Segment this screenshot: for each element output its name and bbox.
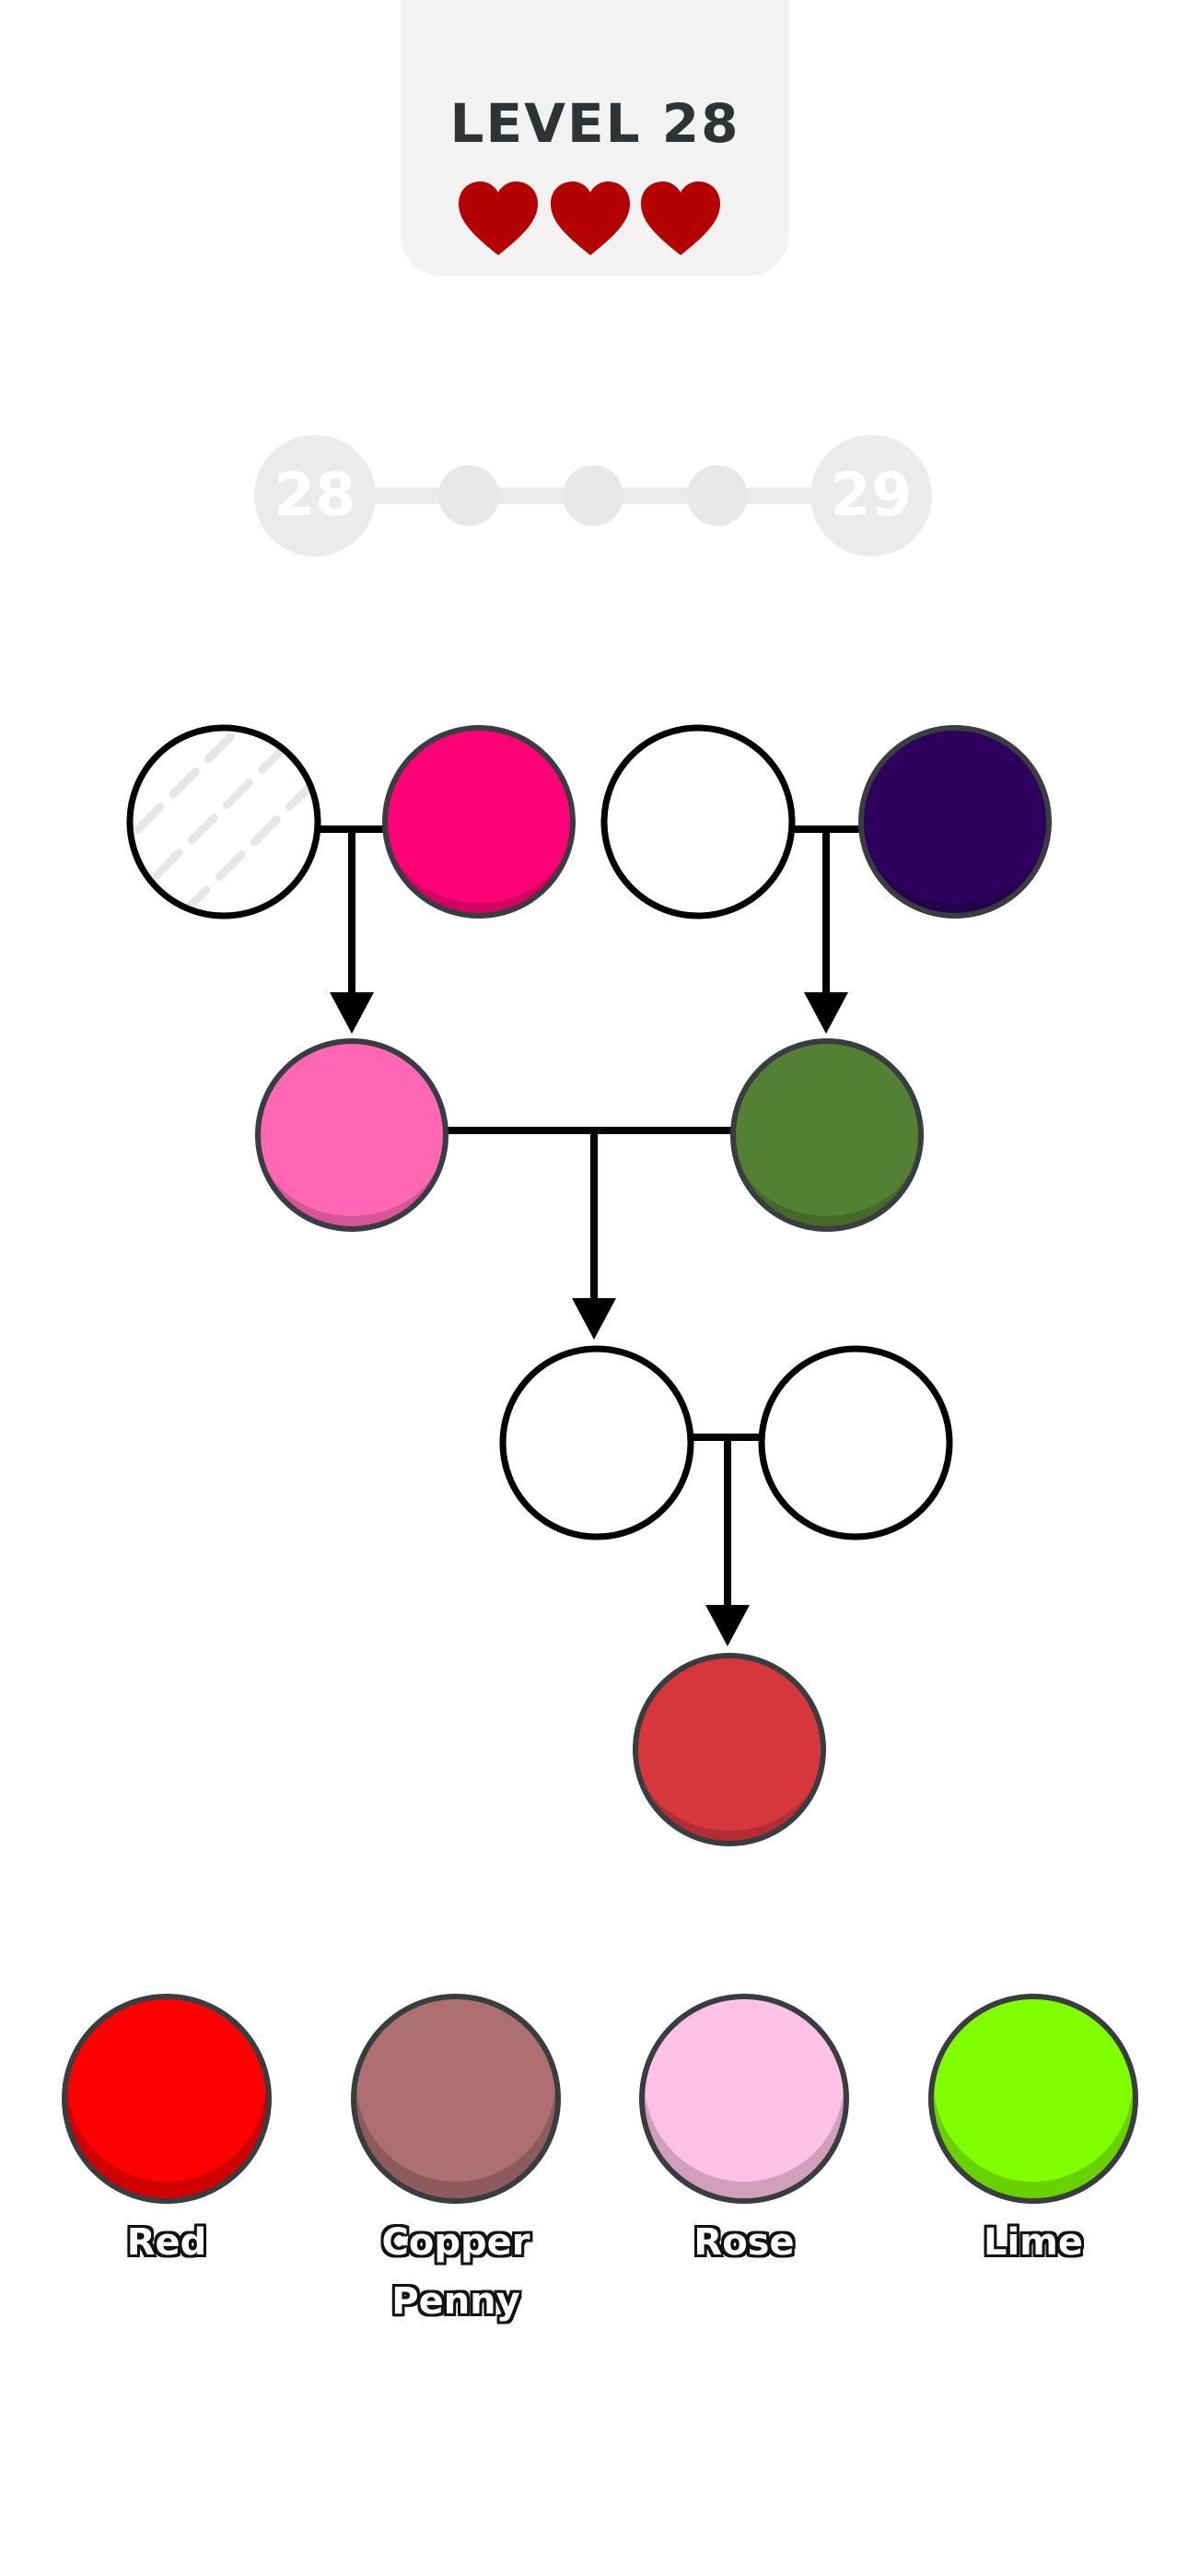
arrow-down-icon [572, 1298, 616, 1340]
tree-node-filled [730, 1038, 924, 1232]
color-swatch[interactable] [351, 1994, 561, 2204]
palette-item-rose[interactable]: Rose [634, 1994, 855, 2272]
tree-node-filled [858, 725, 1052, 919]
progress-step-1 [438, 465, 499, 526]
connector-bottom [693, 1434, 761, 1608]
heart-icon-1 [459, 181, 538, 255]
palette-item-copper-penny[interactable]: Copper Penny [345, 1994, 566, 2331]
tree-result-node [633, 1653, 826, 1846]
tree-slot-empty[interactable] [758, 1345, 953, 1540]
heart-icon-2 [551, 181, 630, 255]
arrow-down-icon [330, 992, 374, 1034]
level-header: LEVEL 28 [401, 0, 789, 276]
palette-label: Red [126, 2221, 207, 2264]
level-progress: 28 29 [254, 435, 932, 556]
connector-middle [446, 1127, 734, 1301]
tree-node-filled [382, 725, 576, 919]
tree-slot-empty-hatched[interactable] [126, 724, 321, 919]
progress-step-3 [687, 465, 748, 526]
arrow-down-icon [804, 992, 848, 1034]
progress-step-2 [563, 465, 623, 526]
connector-top-left [320, 825, 383, 995]
current-level-badge: 28 [254, 435, 376, 556]
color-swatch[interactable] [62, 1994, 272, 2204]
color-swatch[interactable] [928, 1994, 1138, 2204]
tree-slot-empty[interactable] [600, 724, 796, 919]
palette-label: Rose [693, 2221, 795, 2264]
connector-top-right [793, 825, 860, 995]
tree-slot-empty[interactable] [499, 1345, 694, 1540]
level-title: LEVEL 28 [449, 92, 740, 155]
lives-indicator [457, 180, 733, 263]
palette-item-lime[interactable]: Lime [923, 1994, 1144, 2272]
tree-node-filled [255, 1038, 448, 1232]
heart-icon-3 [641, 181, 720, 255]
arrow-down-icon [705, 1605, 750, 1646]
palette-label: Lime [983, 2221, 1083, 2264]
palette-label: Copper Penny [381, 2221, 530, 2323]
color-swatch[interactable] [639, 1994, 849, 2204]
palette-item-red[interactable]: Red [56, 1994, 277, 2272]
next-level-badge: 29 [810, 435, 932, 556]
